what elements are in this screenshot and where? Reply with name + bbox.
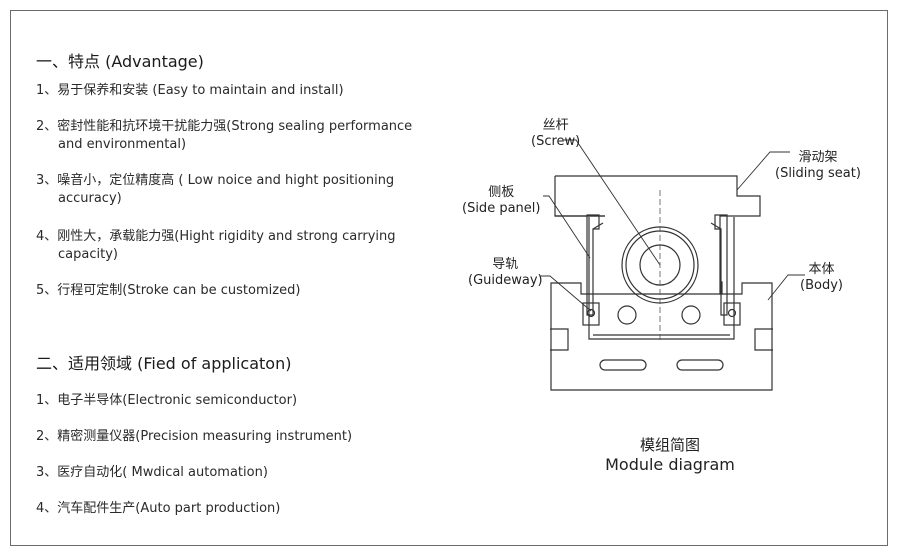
advantage-item-4-text: 4、刚性大，承载能力强(Hight rigidity and strong ca…: [36, 229, 396, 244]
label-side-panel: 侧板 (Side panel): [462, 185, 540, 217]
label-guide-cn: 导轨: [492, 257, 519, 272]
label-guide-en: (Guideway): [468, 273, 543, 288]
module-drawing: [540, 139, 805, 391]
slot-left: [599, 359, 647, 371]
body-outline: [550, 282, 773, 391]
application-heading: 二、适用领域 (Fied of applicaton): [36, 354, 292, 373]
application-item-4: 4、汽车配件生产(Auto part production): [36, 501, 281, 516]
body-notch-right: [754, 328, 773, 351]
advantage-item-1: 1、易于保养和安装 (Easy to maintain and install): [36, 82, 456, 100]
carriage-left: [554, 176, 605, 217]
carriage-inner: [588, 217, 735, 340]
hole-right: [681, 305, 701, 325]
side-panel-lips: [592, 222, 722, 230]
advantage-item-4: 4、刚性大，承载能力强(Hight rigidity and strong ca…: [36, 228, 456, 264]
advantage-item-3-cont: accuracy): [58, 191, 122, 206]
label-sliding-seat: 滑动架 (Sliding seat): [775, 150, 861, 182]
advantage-item-4-cont: capacity): [58, 247, 118, 262]
label-side-en: (Side panel): [462, 201, 541, 216]
advantage-item-1-text: 1、易于保养和安装 (Easy to maintain and install): [36, 83, 344, 98]
advantage-item-5: 5、行程可定制(Stroke can be customized): [36, 282, 456, 300]
slot-right: [676, 359, 724, 371]
guideway-right: [723, 302, 741, 326]
body-notch-left: [550, 328, 569, 351]
leader-lines: [540, 139, 805, 312]
advantage-heading: 一、特点 (Advantage): [36, 52, 204, 71]
label-slide-cn: 滑动架: [798, 150, 838, 165]
application-item-1: 1、电子半导体(Electronic semiconductor): [36, 393, 298, 408]
application-item-2: 2、精密测量仪器(Precision measuring instrument): [36, 429, 353, 444]
caption-en: Module diagram: [605, 455, 735, 474]
label-body-cn: 本体: [808, 262, 835, 277]
guideway-left: [582, 302, 600, 326]
advantage-item-3: 3、噪音小，定位精度高 ( Low noice and hight positi…: [36, 172, 456, 208]
application-item-3: 3、医疗自动化( Mwdical automation): [36, 465, 268, 480]
advantage-item-5-text: 5、行程可定制(Stroke can be customized): [36, 283, 301, 298]
advantage-item-2-text: 2、密封性能和抗环境干扰能力强(Strong sealing performan…: [36, 119, 413, 134]
label-slide-en: (Sliding seat): [775, 166, 861, 181]
label-body: 本体 (Body): [800, 262, 843, 294]
hole-left: [617, 305, 637, 325]
side-panel-right: [714, 214, 728, 316]
label-screw: 丝杆 (Screw): [531, 118, 580, 150]
carriage-outline: [555, 175, 761, 295]
label-body-en: (Body): [800, 278, 843, 293]
label-side-cn: 侧板: [488, 185, 515, 200]
advantage-item-2: 2、密封性能和抗环境干扰能力强(Strong sealing performan…: [36, 118, 456, 154]
label-screw-en: (Screw): [531, 134, 581, 149]
caption-cn: 模组简图: [639, 436, 700, 454]
module-diagram: 丝杆 (Screw) 滑动架 (Sliding seat) 侧板 (Side p…: [450, 100, 880, 500]
content-frame: [10, 10, 888, 546]
label-guideway: 导轨 (Guideway): [468, 257, 543, 289]
label-screw-cn: 丝杆: [542, 118, 569, 133]
advantage-item-3-text: 3、噪音小，定位精度高 ( Low noice and hight positi…: [36, 173, 395, 188]
advantage-item-2-cont: and environmental): [58, 137, 187, 152]
